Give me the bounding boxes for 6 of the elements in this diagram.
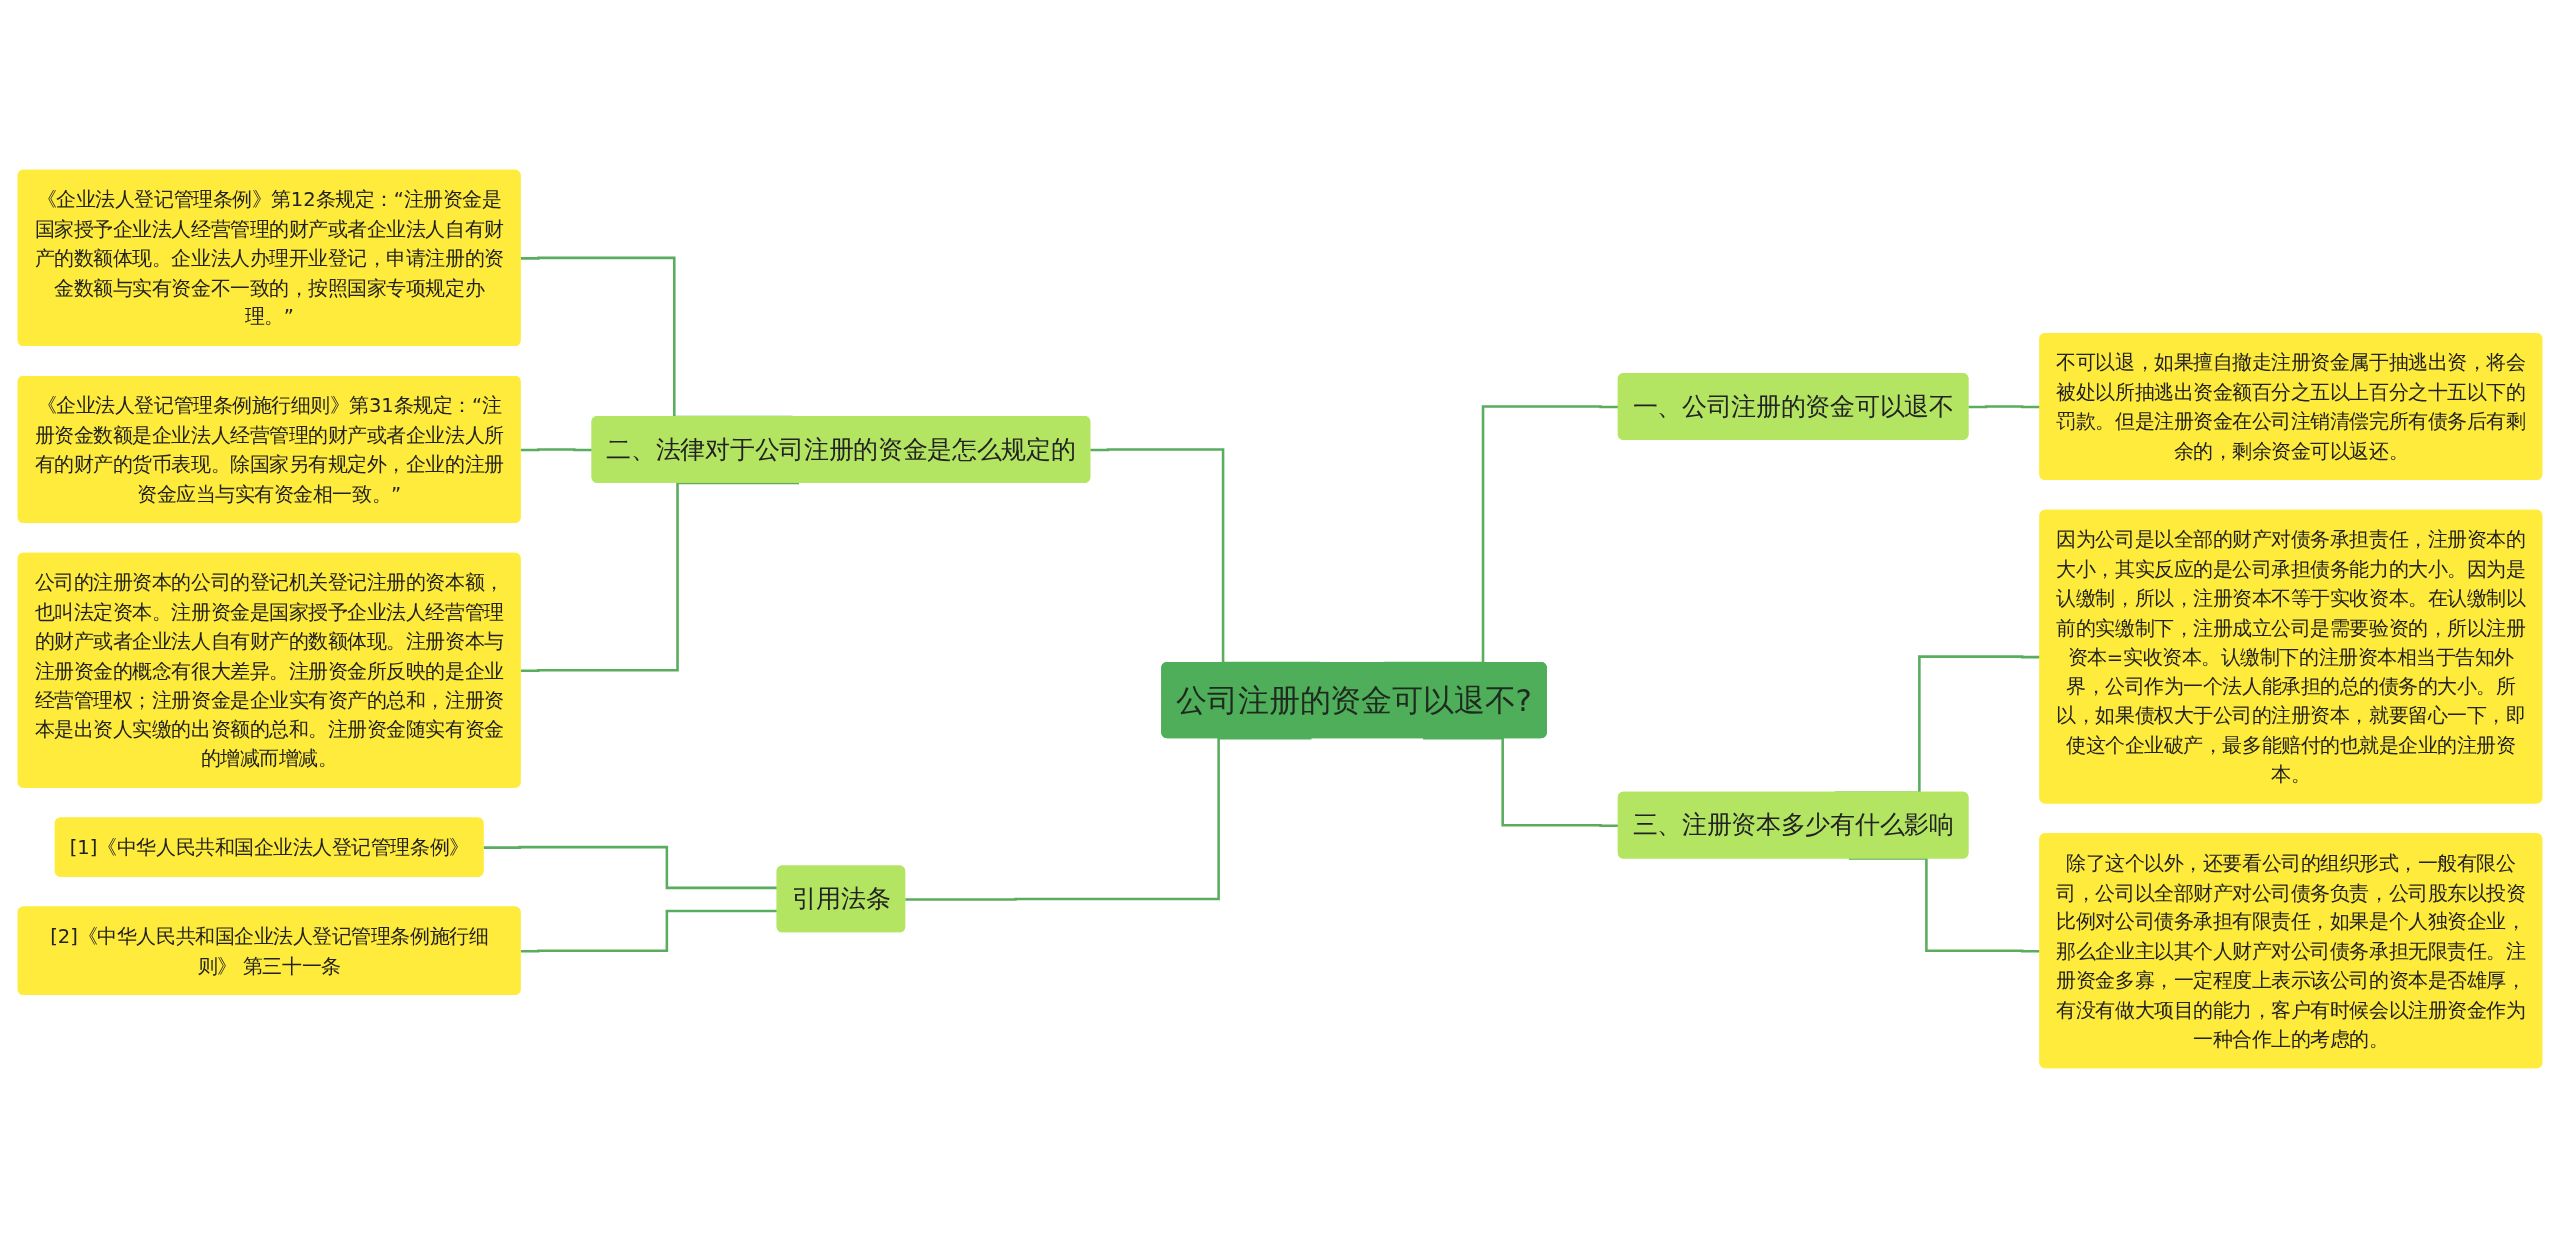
- connector: [1423, 736, 1619, 827]
- connector: [905, 736, 1312, 901]
- connector: [520, 909, 778, 953]
- connector: [483, 845, 778, 889]
- connector: [520, 481, 799, 672]
- connector: [520, 447, 593, 451]
